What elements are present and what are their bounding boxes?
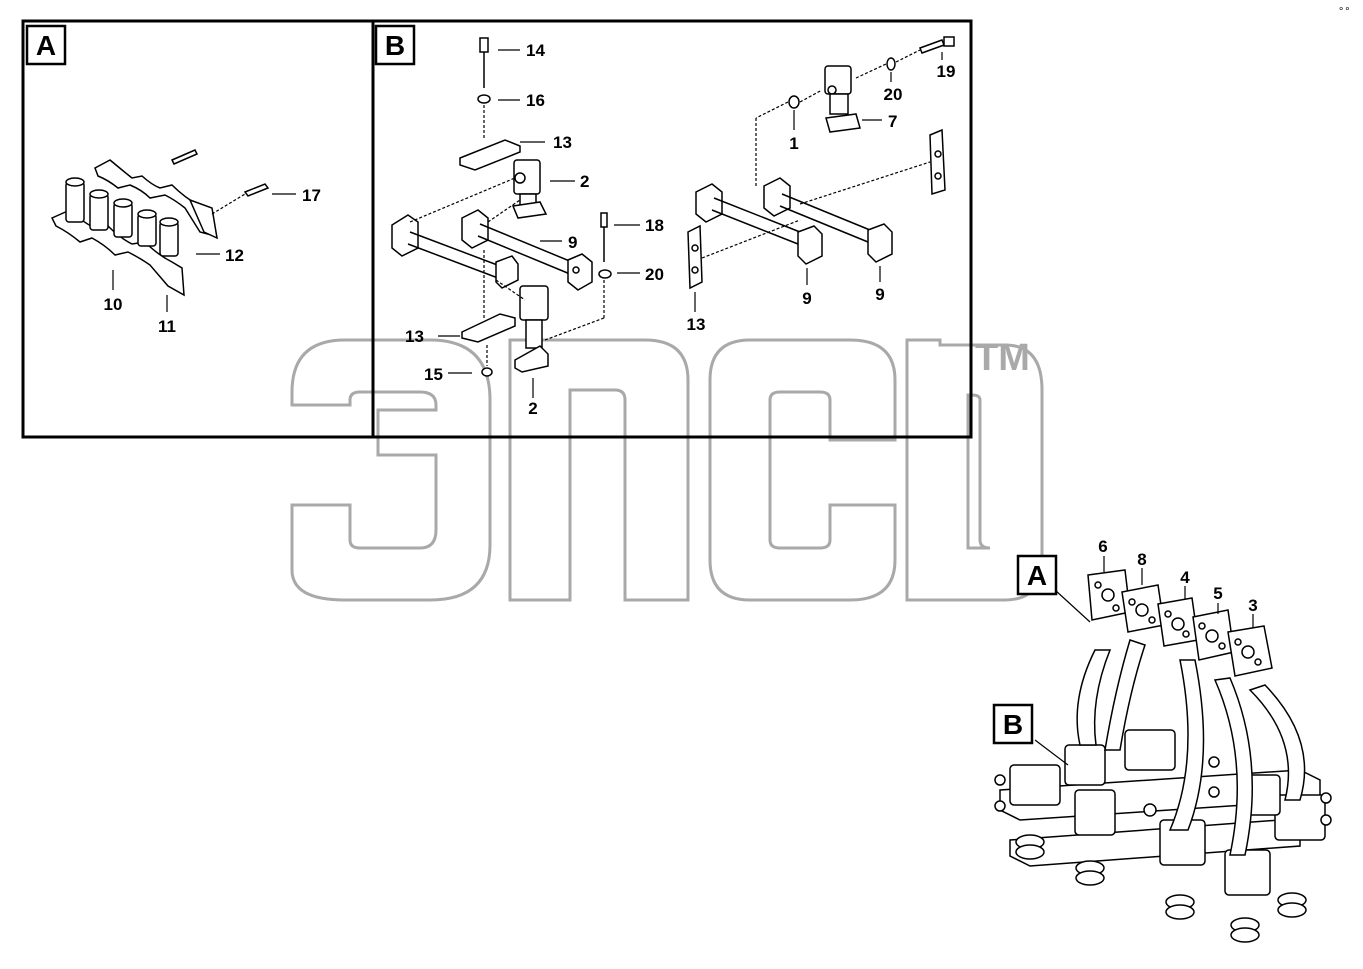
watermark-tm: TM <box>975 337 1030 379</box>
callout-7: 7 <box>888 112 897 131</box>
callout-10: 10 <box>104 295 123 314</box>
callout-20-left: 20 <box>645 265 664 284</box>
callout-13-right: 13 <box>687 315 706 334</box>
panel-b-left-drawing <box>391 37 612 377</box>
callout-13-bottom: 13 <box>405 327 424 346</box>
callout-15: 15 <box>424 365 443 384</box>
callout-12: 12 <box>225 246 244 265</box>
callout-3: 3 <box>1248 596 1257 615</box>
panel-b-right-leaders <box>694 49 943 312</box>
panel-b-label: B <box>385 30 405 61</box>
assembly-leaders <box>1034 556 1254 766</box>
panel-b-right-drawing <box>687 36 955 290</box>
callout-8: 8 <box>1137 550 1146 569</box>
callout-5: 5 <box>1213 584 1222 603</box>
panel-b-left-leaders <box>409 49 640 398</box>
panel-b-label-box <box>374 24 416 66</box>
panel-a-tubes <box>65 177 179 257</box>
assembly-label-a-box <box>1016 554 1058 596</box>
panel-a-leaders <box>112 193 296 312</box>
callout-11: 11 <box>158 317 176 336</box>
assembly-drawing <box>994 569 1332 943</box>
callout-2-top: 2 <box>580 172 589 191</box>
callout-14: 14 <box>526 41 545 60</box>
callout-9-mid: 9 <box>802 289 811 308</box>
callout-16: 16 <box>526 91 545 110</box>
callout-4: 4 <box>1180 568 1190 587</box>
watermark <box>290 338 1044 602</box>
callout-13-top: 13 <box>553 133 572 152</box>
callout-18: 18 <box>645 216 664 235</box>
callout-9-right: 9 <box>875 285 884 304</box>
callout-2-bottom: 2 <box>528 399 537 418</box>
assembly-label-b-box <box>992 703 1034 745</box>
panel-a-label: A <box>36 30 56 61</box>
corner-mark: ∘∘ <box>1338 4 1351 15</box>
callout-9-left: 9 <box>568 233 577 252</box>
callout-1: 1 <box>789 134 798 153</box>
callout-20-right: 20 <box>884 85 903 104</box>
assembly-label-b: B <box>1003 709 1023 740</box>
panel-b-frame <box>371 19 973 439</box>
assembly-label-a: A <box>1027 560 1047 591</box>
callout-17: 17 <box>302 186 321 205</box>
callout-6: 6 <box>1098 537 1107 556</box>
callout-19: 19 <box>937 62 956 81</box>
panel-a-clamp-drawing <box>50 149 270 297</box>
panel-a-label-box <box>25 24 67 66</box>
